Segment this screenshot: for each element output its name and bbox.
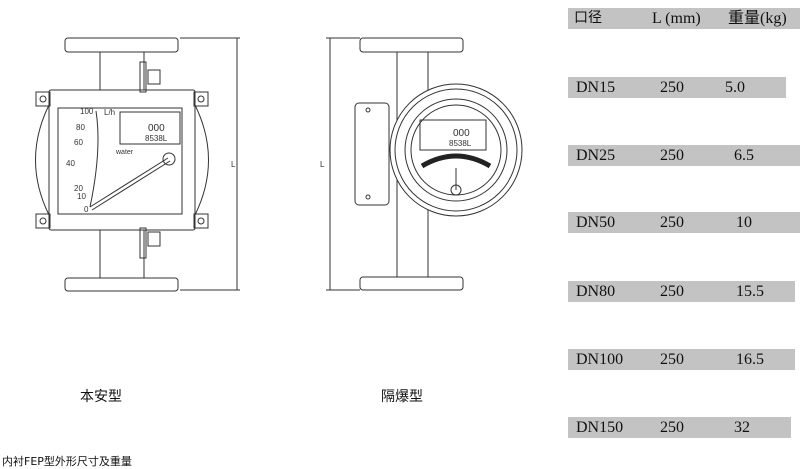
ex-display-rate: 000 bbox=[453, 128, 470, 139]
scale-40: 40 bbox=[66, 159, 75, 168]
explosion-flowmeter-drawing bbox=[326, 37, 523, 291]
header-length: L (mm) bbox=[652, 10, 701, 27]
table-row: DN25 250 6.5 bbox=[568, 145, 800, 166]
cell-l: 250 bbox=[660, 351, 684, 368]
cell-dn: DN80 bbox=[576, 283, 616, 300]
cell-weight: 6.5 bbox=[734, 147, 754, 164]
table-row: DN50 250 10 bbox=[568, 212, 800, 233]
table-row: DN80 250 15.5 bbox=[568, 281, 795, 302]
table-row: DN100 250 16.5 bbox=[568, 349, 795, 370]
header-weight: 重量(kg) bbox=[728, 10, 787, 27]
cell-dn: DN15 bbox=[576, 79, 616, 96]
scale-10: 10 bbox=[77, 192, 86, 201]
scale-0: 0 bbox=[84, 205, 89, 214]
fluid-label: water bbox=[115, 149, 134, 156]
ex-display-total: 8538L bbox=[449, 139, 472, 148]
cell-l: 250 bbox=[660, 283, 684, 300]
ex-dimension-l: L bbox=[320, 160, 325, 169]
caption-explosion: 隔爆型 bbox=[381, 389, 423, 405]
cell-weight: 15.5 bbox=[736, 283, 764, 300]
dimension-l: L bbox=[231, 160, 236, 169]
cell-dn: DN25 bbox=[576, 147, 616, 164]
display-rate: 000 bbox=[148, 123, 165, 134]
unit-label: L/h bbox=[104, 108, 115, 117]
cell-l: 250 bbox=[660, 147, 684, 164]
scale-100: 100 bbox=[80, 107, 94, 116]
cell-weight: 16.5 bbox=[736, 351, 764, 368]
footer-note: 内衬FEP型外形尺寸及重量 bbox=[2, 455, 132, 468]
scale-20: 20 bbox=[74, 184, 83, 193]
table-row: DN150 250 32 bbox=[568, 417, 791, 438]
cell-weight: 32 bbox=[734, 419, 750, 436]
display-total: 8538L bbox=[145, 134, 168, 143]
cell-dn: DN100 bbox=[576, 351, 624, 368]
caption-intrinsic: 本安型 bbox=[80, 389, 122, 405]
cell-dn: DN150 bbox=[576, 419, 624, 436]
intrinsic-flowmeter-drawing bbox=[35, 37, 240, 292]
header-diameter: 口径 bbox=[574, 10, 602, 26]
scale-80: 80 bbox=[76, 123, 85, 132]
cell-l: 250 bbox=[660, 419, 684, 436]
cell-l: 250 bbox=[660, 79, 684, 96]
cell-weight: 10 bbox=[736, 214, 752, 231]
cell-dn: DN50 bbox=[576, 214, 616, 231]
cell-l: 250 bbox=[660, 214, 684, 231]
flowmeter-drawings: 100 80 60 40 20 10 0 L/h water 000 8538L… bbox=[35, 37, 523, 292]
table-row: DN15 250 5.0 bbox=[568, 77, 786, 98]
table-header: 口径 L (mm) 重量(kg) bbox=[568, 8, 800, 29]
scale-60: 60 bbox=[74, 138, 83, 147]
cell-weight: 5.0 bbox=[725, 79, 745, 96]
